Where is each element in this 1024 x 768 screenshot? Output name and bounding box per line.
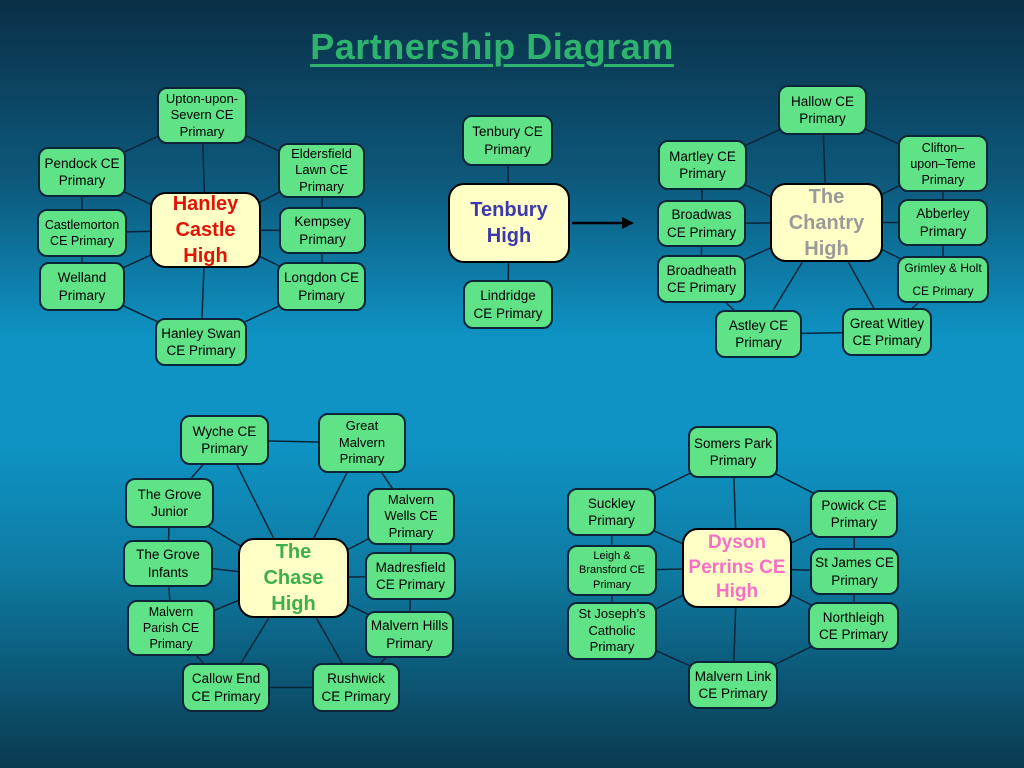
school-somers-park-primary: Somers Park Primary <box>688 426 778 478</box>
school-grimley-and-holt-ce-primary: Grimley & Holt CE Primary <box>897 256 989 303</box>
arrow-right-icon <box>572 217 634 229</box>
school-castlemorton-ce-primary: Castlemorton CE Primary <box>37 209 127 257</box>
school-broadwas-ce-primary: Broadwas CE Primary <box>657 200 746 247</box>
school-kempsey-primary: Kempsey Primary <box>279 207 366 254</box>
school-malvern-wells-ce-primary: Malvern Wells CE Primary <box>367 488 455 545</box>
school-broadheath-ce-primary: Broadheath CE Primary <box>657 255 746 303</box>
school-malvern-link-ce-primary: Malvern Link CE Primary <box>688 661 778 709</box>
slide-title: Partnership Diagram <box>310 26 674 67</box>
school-welland-primary: Welland Primary <box>39 262 125 311</box>
school-leigh-and-bransford-ce-primary: Leigh & Bransford CE Primary <box>567 545 657 596</box>
school-lindridge-ce-primary: Lindridge CE Primary <box>463 280 553 329</box>
school-hanley-swan-ce-primary: Hanley Swan CE Primary <box>155 318 247 366</box>
school-great-witley-ce-primary: Great Witley CE Primary <box>842 308 932 356</box>
school-astley-ce-primary: Astley CE Primary <box>715 310 802 358</box>
school-the-grove-infants: The Grove Infants <box>123 540 213 587</box>
school-st-josephs-catholic-primary: St Joseph’s Catholic Primary <box>567 602 657 660</box>
school-malvern-hills-primary: Malvern Hills Primary <box>365 611 454 658</box>
hub-hanley-castle-high: Hanley Castle High <box>150 192 261 268</box>
school-tenbury-ce-primary: Tenbury CE Primary <box>462 115 553 166</box>
school-st-james-ce-primary: St James CE Primary <box>810 548 899 595</box>
hub-dyson-perrins-ce-high: Dyson Perrins CE High <box>682 528 792 608</box>
school-martley-ce-primary: Martley CE Primary <box>658 140 747 190</box>
school-rushwick-ce-primary: Rushwick CE Primary <box>312 663 400 712</box>
school-clifton-upon-teme-primary: Clifton– upon–Teme Primary <box>898 135 988 192</box>
hub-tenbury-high: Tenbury High <box>448 183 570 263</box>
school-great-malvern-primary: Great Malvern Primary <box>318 413 406 473</box>
school-powick-ce-primary: Powick CE Primary <box>810 490 898 538</box>
school-upton-upon-severn-ce-primary: Upton-upon- Severn CE Primary <box>157 87 247 144</box>
school-callow-end-ce-primary: Callow End CE Primary <box>182 663 270 712</box>
school-wyche-ce-primary: Wyche CE Primary <box>180 415 269 465</box>
school-the-grove-junior: The Grove Junior <box>125 478 214 528</box>
hub-the-chase-high: The Chase High <box>238 538 349 618</box>
hub-the-chantry-high: The Chantry High <box>770 183 883 262</box>
school-northleigh-ce-primary: Northleigh CE Primary <box>808 602 899 650</box>
school-madresfield-ce-primary: Madresfield CE Primary <box>365 552 456 600</box>
school-suckley-primary: Suckley Primary <box>567 488 656 536</box>
school-hallow-ce-primary: Hallow CE Primary <box>778 85 867 135</box>
school-malvern-parish-ce-primary: Malvern Parish CE Primary <box>127 600 215 656</box>
school-pendock-ce-primary: Pendock CE Primary <box>38 147 126 197</box>
school-abberley-primary: Abberley Primary <box>898 199 988 246</box>
school-longdon-ce-primary: Longdon CE Primary <box>277 262 366 311</box>
school-eldersfield-lawn-ce-primary: Eldersfield Lawn CE Primary <box>278 143 365 198</box>
